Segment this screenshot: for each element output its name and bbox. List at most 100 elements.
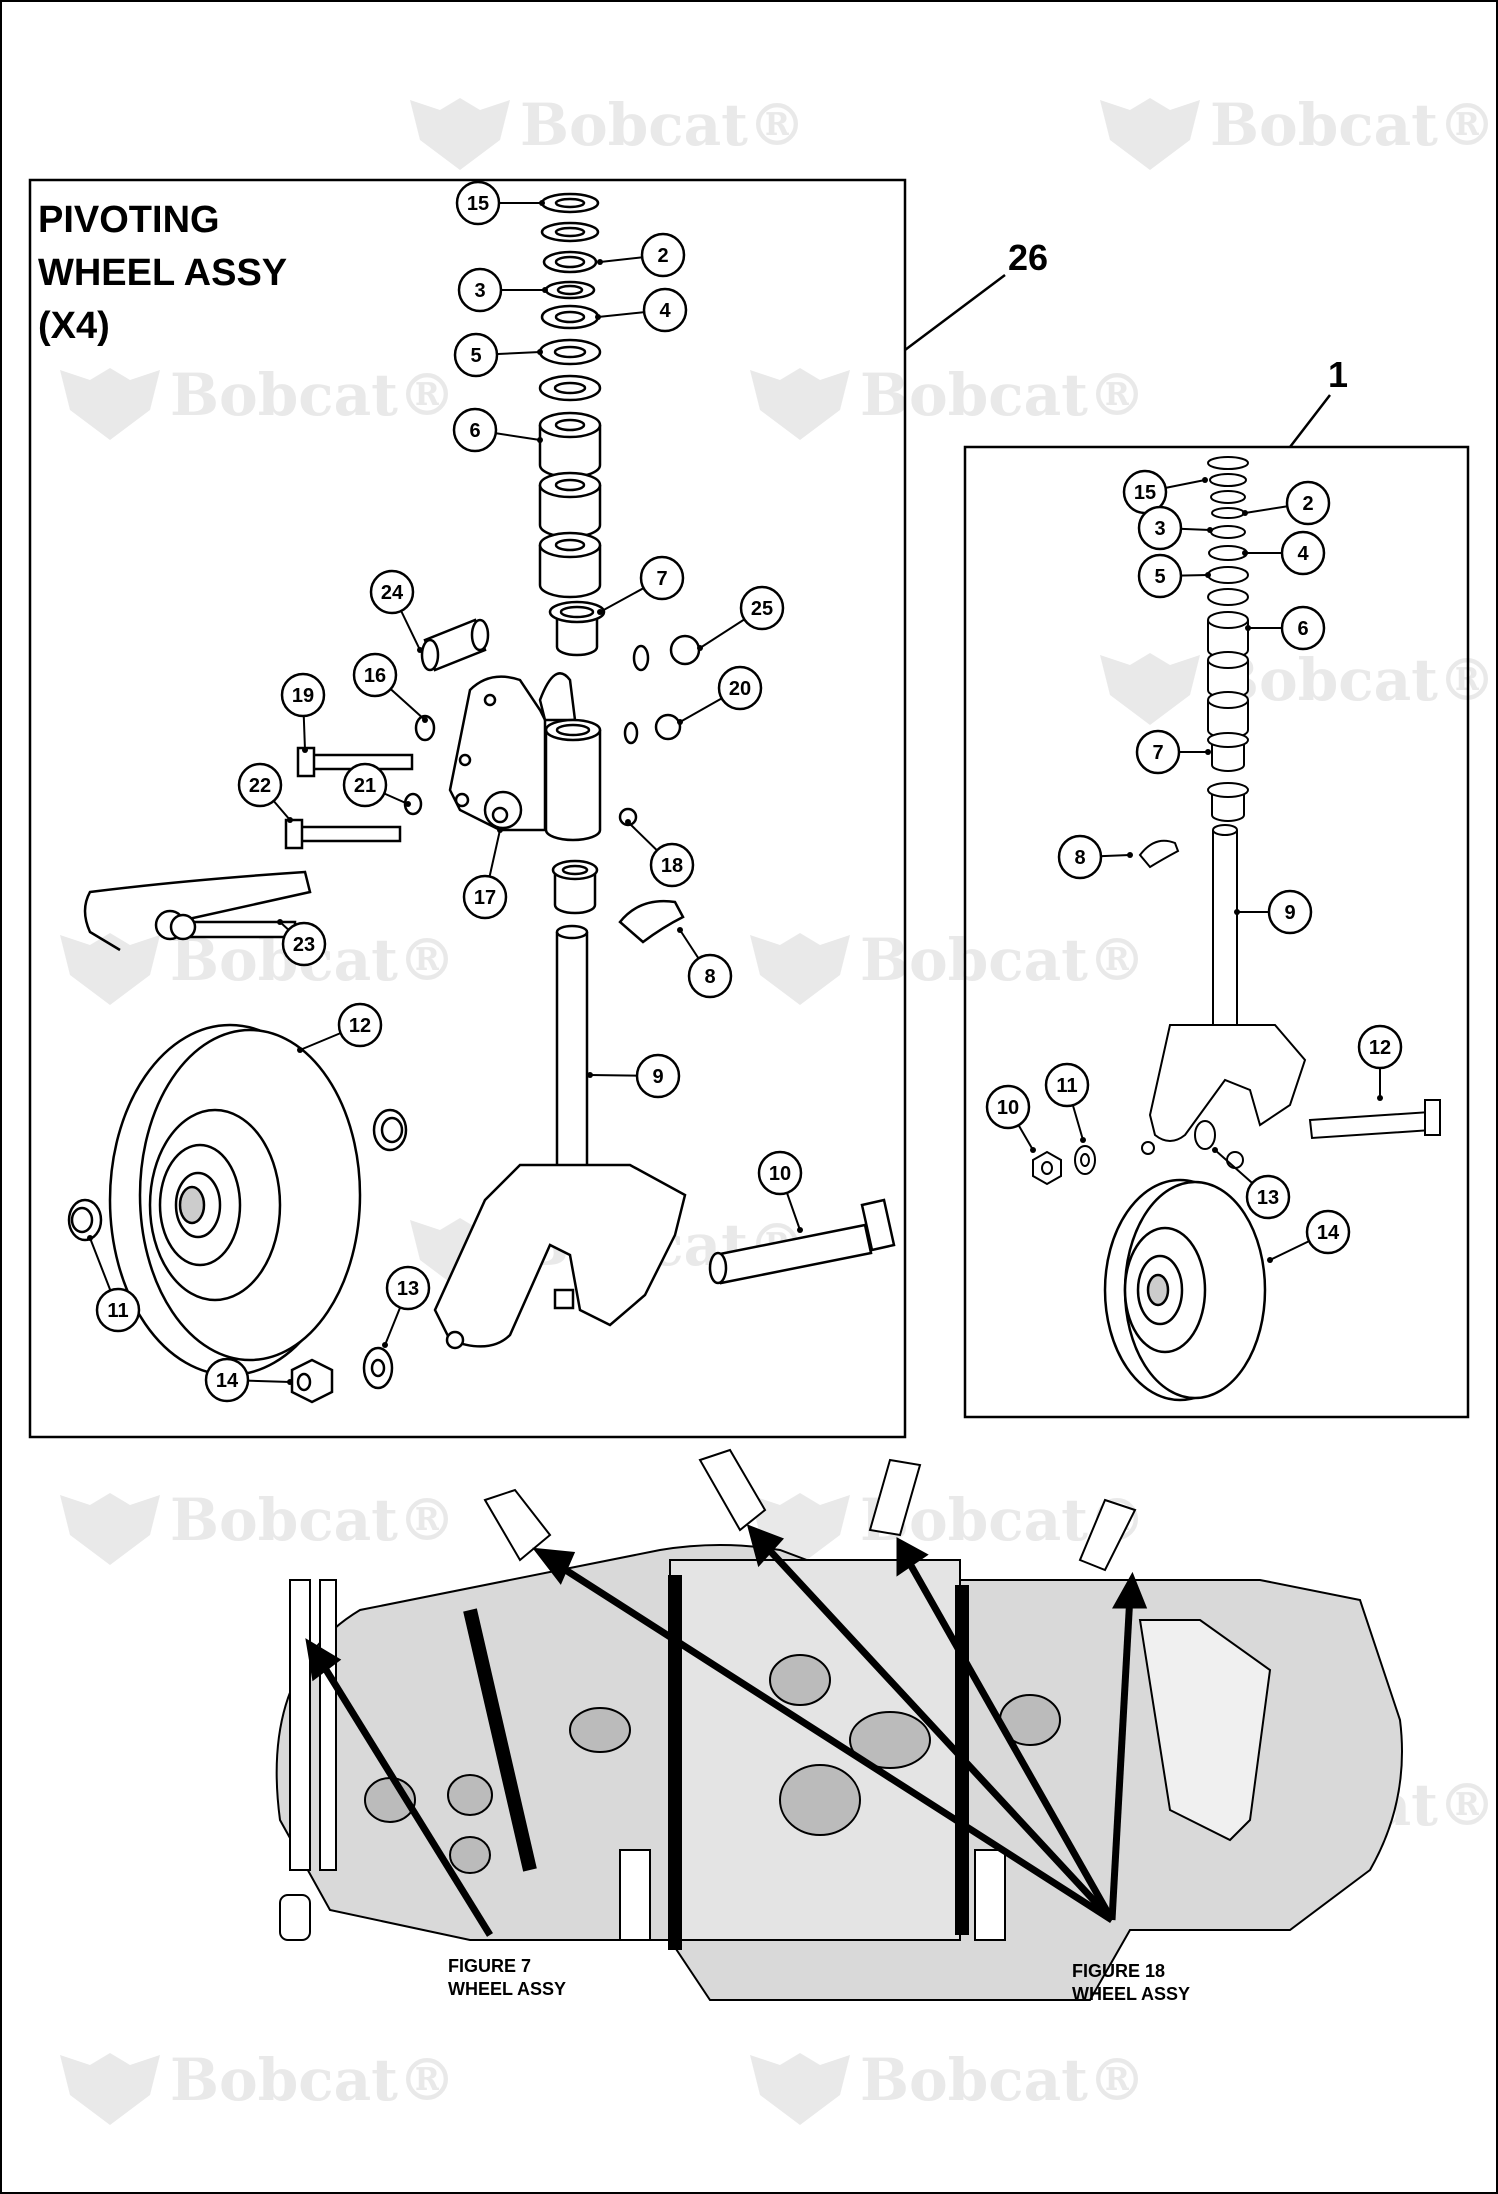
left-callout-19: 19	[280, 672, 326, 753]
right-callout-14: 14	[1267, 1209, 1351, 1263]
callout-number: 11	[1056, 1075, 1077, 1097]
bolts	[284, 634, 701, 850]
watermark-text: Bobcat®	[520, 91, 806, 159]
callout-number: 10	[997, 1097, 1019, 1119]
left-callout-11: 11	[87, 1235, 141, 1333]
left-callout-15: 15	[455, 180, 545, 226]
bobcat-watermark: Bobcat®	[750, 926, 1146, 1005]
callout-number: 4	[659, 300, 671, 322]
bobcat-watermark: Bobcat®	[60, 361, 456, 440]
callout-number: 12	[349, 1015, 371, 1037]
figure-18-label-line-2: WHEEL ASSY	[1072, 1984, 1190, 2004]
left-callout-20: 20	[677, 665, 763, 725]
left-callout-4: 4	[595, 287, 688, 333]
left-callout-13: 13	[382, 1265, 431, 1348]
watermark-text: Bobcat®	[860, 361, 1146, 429]
callout-number: 21	[354, 775, 376, 797]
axle-bolt-10	[708, 1198, 896, 1285]
callout-number: 2	[657, 245, 668, 267]
callout-number: 23	[293, 934, 315, 956]
callout-number: 18	[661, 855, 683, 877]
left-callout-12: 12	[297, 1002, 383, 1053]
bobcat-watermark: Bobcat®	[750, 361, 1146, 440]
left-callout-22: 22	[237, 762, 293, 823]
bobcat-watermark: Bobcat®	[1100, 646, 1496, 725]
right-callout-8: 8	[1057, 834, 1133, 880]
callout-number: 3	[474, 280, 485, 302]
left-assembly-box	[28, 178, 907, 1439]
callout-number: 22	[249, 775, 271, 797]
pointer-arrows	[305, 1524, 1148, 1937]
reference-number-26: 26	[1008, 237, 1048, 278]
mower-deck	[275, 1544, 1403, 2001]
right-hardware	[1032, 1099, 1441, 1186]
right-caster-fork	[1138, 824, 1307, 1169]
left-assembly: PIVOTING WHEEL ASSY (X4) 26	[28, 178, 1048, 1439]
callout-number: 6	[469, 420, 480, 442]
bobcat-watermark: Bobcat®	[60, 1486, 456, 1565]
figure-18-label-line-1: FIGURE 18	[1072, 1961, 1165, 1981]
left-callout-14: 14	[204, 1357, 293, 1403]
callout-number: 14	[1317, 1222, 1340, 1244]
left-callout-23: 23	[277, 919, 327, 967]
watermark-text: Bobcat®	[1210, 91, 1496, 159]
left-callout-8: 8	[677, 927, 733, 999]
watermark-text: Bobcat®	[170, 2046, 456, 2114]
left-callout-16: 16	[352, 652, 428, 723]
caster-fork	[433, 924, 687, 1350]
watermark-text: Bobcat®	[860, 926, 1146, 994]
assembly-title-line-1: PIVOTING	[38, 199, 220, 241]
left-callout-9: 9	[587, 1053, 681, 1099]
right-callout-2: 2	[1242, 480, 1331, 526]
wheel-12	[108, 1023, 362, 1377]
left-callout-3: 3	[457, 267, 548, 313]
right-callout-5: 5	[1137, 553, 1211, 599]
callout-number: 17	[474, 887, 496, 909]
assembly-title-line-2: WHEEL ASSY	[38, 252, 287, 294]
callout-number: 13	[397, 1278, 419, 1300]
reference-number-1: 1	[1328, 354, 1348, 395]
sleeve-24	[420, 618, 490, 672]
callout-number: 11	[107, 1300, 128, 1322]
left-callout-6: 6	[452, 407, 543, 453]
watermark-text: Bobcat®	[860, 2046, 1146, 2114]
washer-stack	[538, 192, 602, 402]
watermark-text: Bobcat®	[170, 1486, 456, 1554]
right-callout-9: 9	[1234, 889, 1313, 935]
left-callout-10: 10	[757, 1150, 803, 1233]
right-callout-13: 13	[1212, 1147, 1291, 1220]
right-callout-10: 10	[985, 1084, 1036, 1153]
figure-7-label-line-2: WHEEL ASSY	[448, 1979, 566, 1999]
bobcat-watermark: Bobcat®	[410, 91, 806, 170]
bobcat-watermark: Bobcat®	[750, 2046, 1146, 2125]
callout-number: 10	[769, 1163, 791, 1185]
callout-number: 7	[1152, 742, 1163, 764]
right-callout-6: 6	[1245, 605, 1326, 651]
bobcat-watermark: Bobcat®	[1100, 91, 1496, 170]
reference-leader-1	[1289, 394, 1331, 448]
bobcat-watermark: Bobcat®	[60, 2046, 456, 2125]
right-callout-11: 11	[1044, 1062, 1090, 1143]
callout-number: 16	[364, 665, 386, 687]
right-callout-12: 12	[1357, 1024, 1403, 1101]
deck-wheel-mounts	[483, 1448, 1137, 1572]
left-callout-24: 24	[369, 569, 423, 653]
callout-number: 7	[656, 568, 667, 590]
callout-number: 14	[216, 1370, 239, 1392]
deck-overview: FIGURE 7 WHEEL ASSY FIGURE 18 WHEEL ASSY	[275, 1448, 1403, 2004]
right-assembly-box	[963, 445, 1470, 1419]
bearings	[67, 1108, 408, 1404]
left-callout-18: 18	[625, 819, 695, 888]
left-callout-7: 7	[597, 555, 685, 615]
right-assembly: 1	[963, 354, 1470, 1419]
callout-number: 12	[1369, 1037, 1391, 1059]
callout-number: 4	[1297, 543, 1309, 565]
pivot-bracket	[448, 672, 602, 915]
right-callout-3: 3	[1137, 505, 1213, 551]
right-callout-7: 7	[1135, 729, 1211, 775]
left-callout-21: 21	[342, 762, 411, 808]
